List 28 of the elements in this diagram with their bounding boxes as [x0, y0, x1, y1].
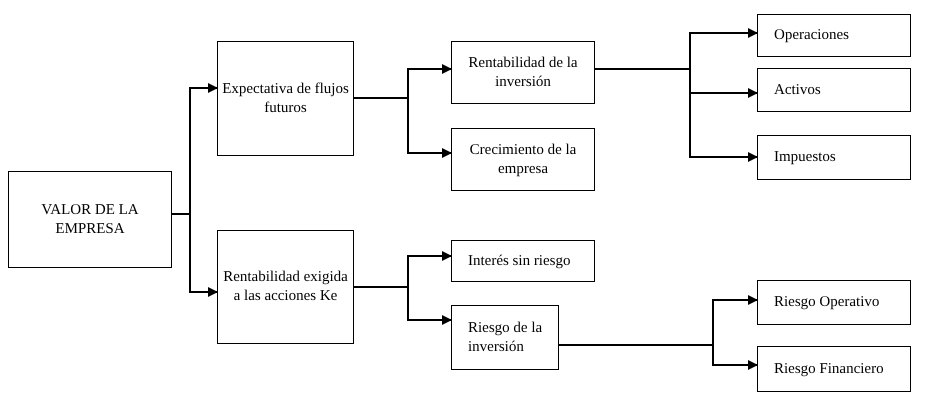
concept-box — [757, 14, 911, 57]
concept-box — [451, 305, 559, 370]
box-label: Rentabilidad exigida a las acciones Ke — [222, 268, 349, 306]
concept-box — [451, 41, 595, 104]
concept-box — [757, 346, 911, 392]
box-label: Interés sin riesgo — [467, 252, 572, 270]
connector-arrow — [559, 344, 758, 370]
concept-box — [217, 41, 354, 156]
box-label: Activos — [773, 80, 822, 100]
concept-box — [757, 280, 911, 325]
concept-box — [757, 68, 911, 112]
box-label: Riesgo Financiero — [773, 360, 885, 378]
concept-box — [451, 240, 595, 282]
concept-box — [8, 171, 172, 268]
box-label: Operaciones — [773, 26, 850, 45]
box-label: VALOR DE LA EMPRESA — [40, 200, 140, 238]
box-label: Rentabilidad de la inversión — [467, 54, 579, 92]
box-label: Riesgo de la inversión — [467, 318, 544, 356]
box-label: Expectativa de flujos futuros — [221, 80, 350, 118]
connector-arrow — [595, 68, 758, 162]
concept-box — [217, 230, 354, 344]
box-label: Crecimiento de la empresa — [468, 140, 578, 178]
concept-box — [451, 128, 595, 191]
connector-arrow — [354, 286, 452, 325]
box-label: Impuestos — [773, 148, 837, 167]
connector-arrow — [172, 213, 218, 297]
concept-box — [757, 135, 911, 180]
box-label: Riesgo Operativo — [773, 293, 880, 312]
